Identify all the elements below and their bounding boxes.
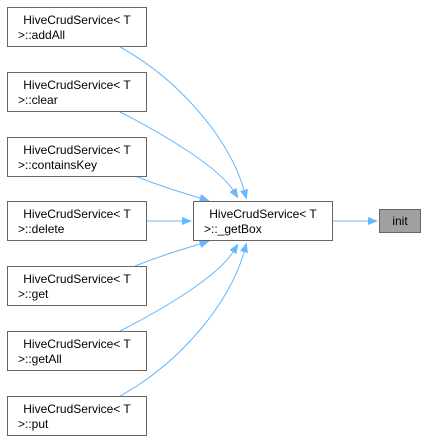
node-delete-line2: >::delete [18,222,65,236]
edge-put-to-getbox [119,251,245,397]
edge-get-to-getbox [134,243,201,267]
node-get-line1: HiveCrudService< T [23,272,131,286]
node-getall[interactable]: HiveCrudService< T >::getAll [7,331,147,371]
node-put-line1: HiveCrudService< T [23,402,131,416]
node-getall-line2: >::getAll [18,352,62,366]
node-delete-line1: HiveCrudService< T [23,207,131,221]
node-clear-line2: >::clear [18,93,58,107]
node-clear-line1: HiveCrudService< T [23,78,131,92]
node-delete[interactable]: HiveCrudService< T >::delete [7,201,147,241]
arrowhead-get-to-getbox [198,240,210,248]
node-getall-line1: HiveCrudService< T [23,337,131,351]
node-getbox[interactable]: HiveCrudService< T >::_getBox [193,201,333,241]
arrowhead-put-to-getbox [240,242,248,254]
arrowhead-delete-to-getbox [182,217,192,225]
arrowhead-clear-to-getbox [229,187,239,199]
node-getbox-line2: >::_getBox [204,222,262,236]
arrowhead-getall-to-getbox [229,243,239,255]
arrowhead-getbox-to-init [368,217,378,225]
node-addall-line2: >::addAll [18,28,66,42]
node-containskey[interactable]: HiveCrudService< T >::containsKey [7,137,147,177]
arrowhead-addall-to-getbox [240,188,248,200]
node-get[interactable]: HiveCrudService< T >::get [7,266,147,306]
node-getbox-line1: HiveCrudService< T [209,207,317,221]
arrowhead-containskey-to-getbox [198,194,210,202]
edge-containskey-to-getbox [134,175,201,199]
edge-addall-to-getbox [119,46,245,191]
node-addall-line1: HiveCrudService< T [23,13,131,27]
edge-getall-to-getbox [119,251,234,332]
node-init-label: init [392,214,408,228]
node-clear[interactable]: HiveCrudService< T >::clear [7,72,147,112]
node-put-line2: >::put [18,417,49,431]
node-containskey-line1: HiveCrudService< T [23,143,131,157]
node-init[interactable]: init [379,209,421,233]
node-get-line2: >::get [18,287,49,301]
node-put[interactable]: HiveCrudService< T >::put [7,396,147,436]
edge-clear-to-getbox [119,111,234,191]
node-addall[interactable]: HiveCrudService< T >::addAll [7,7,147,47]
node-containskey-line2: >::containsKey [18,158,98,172]
